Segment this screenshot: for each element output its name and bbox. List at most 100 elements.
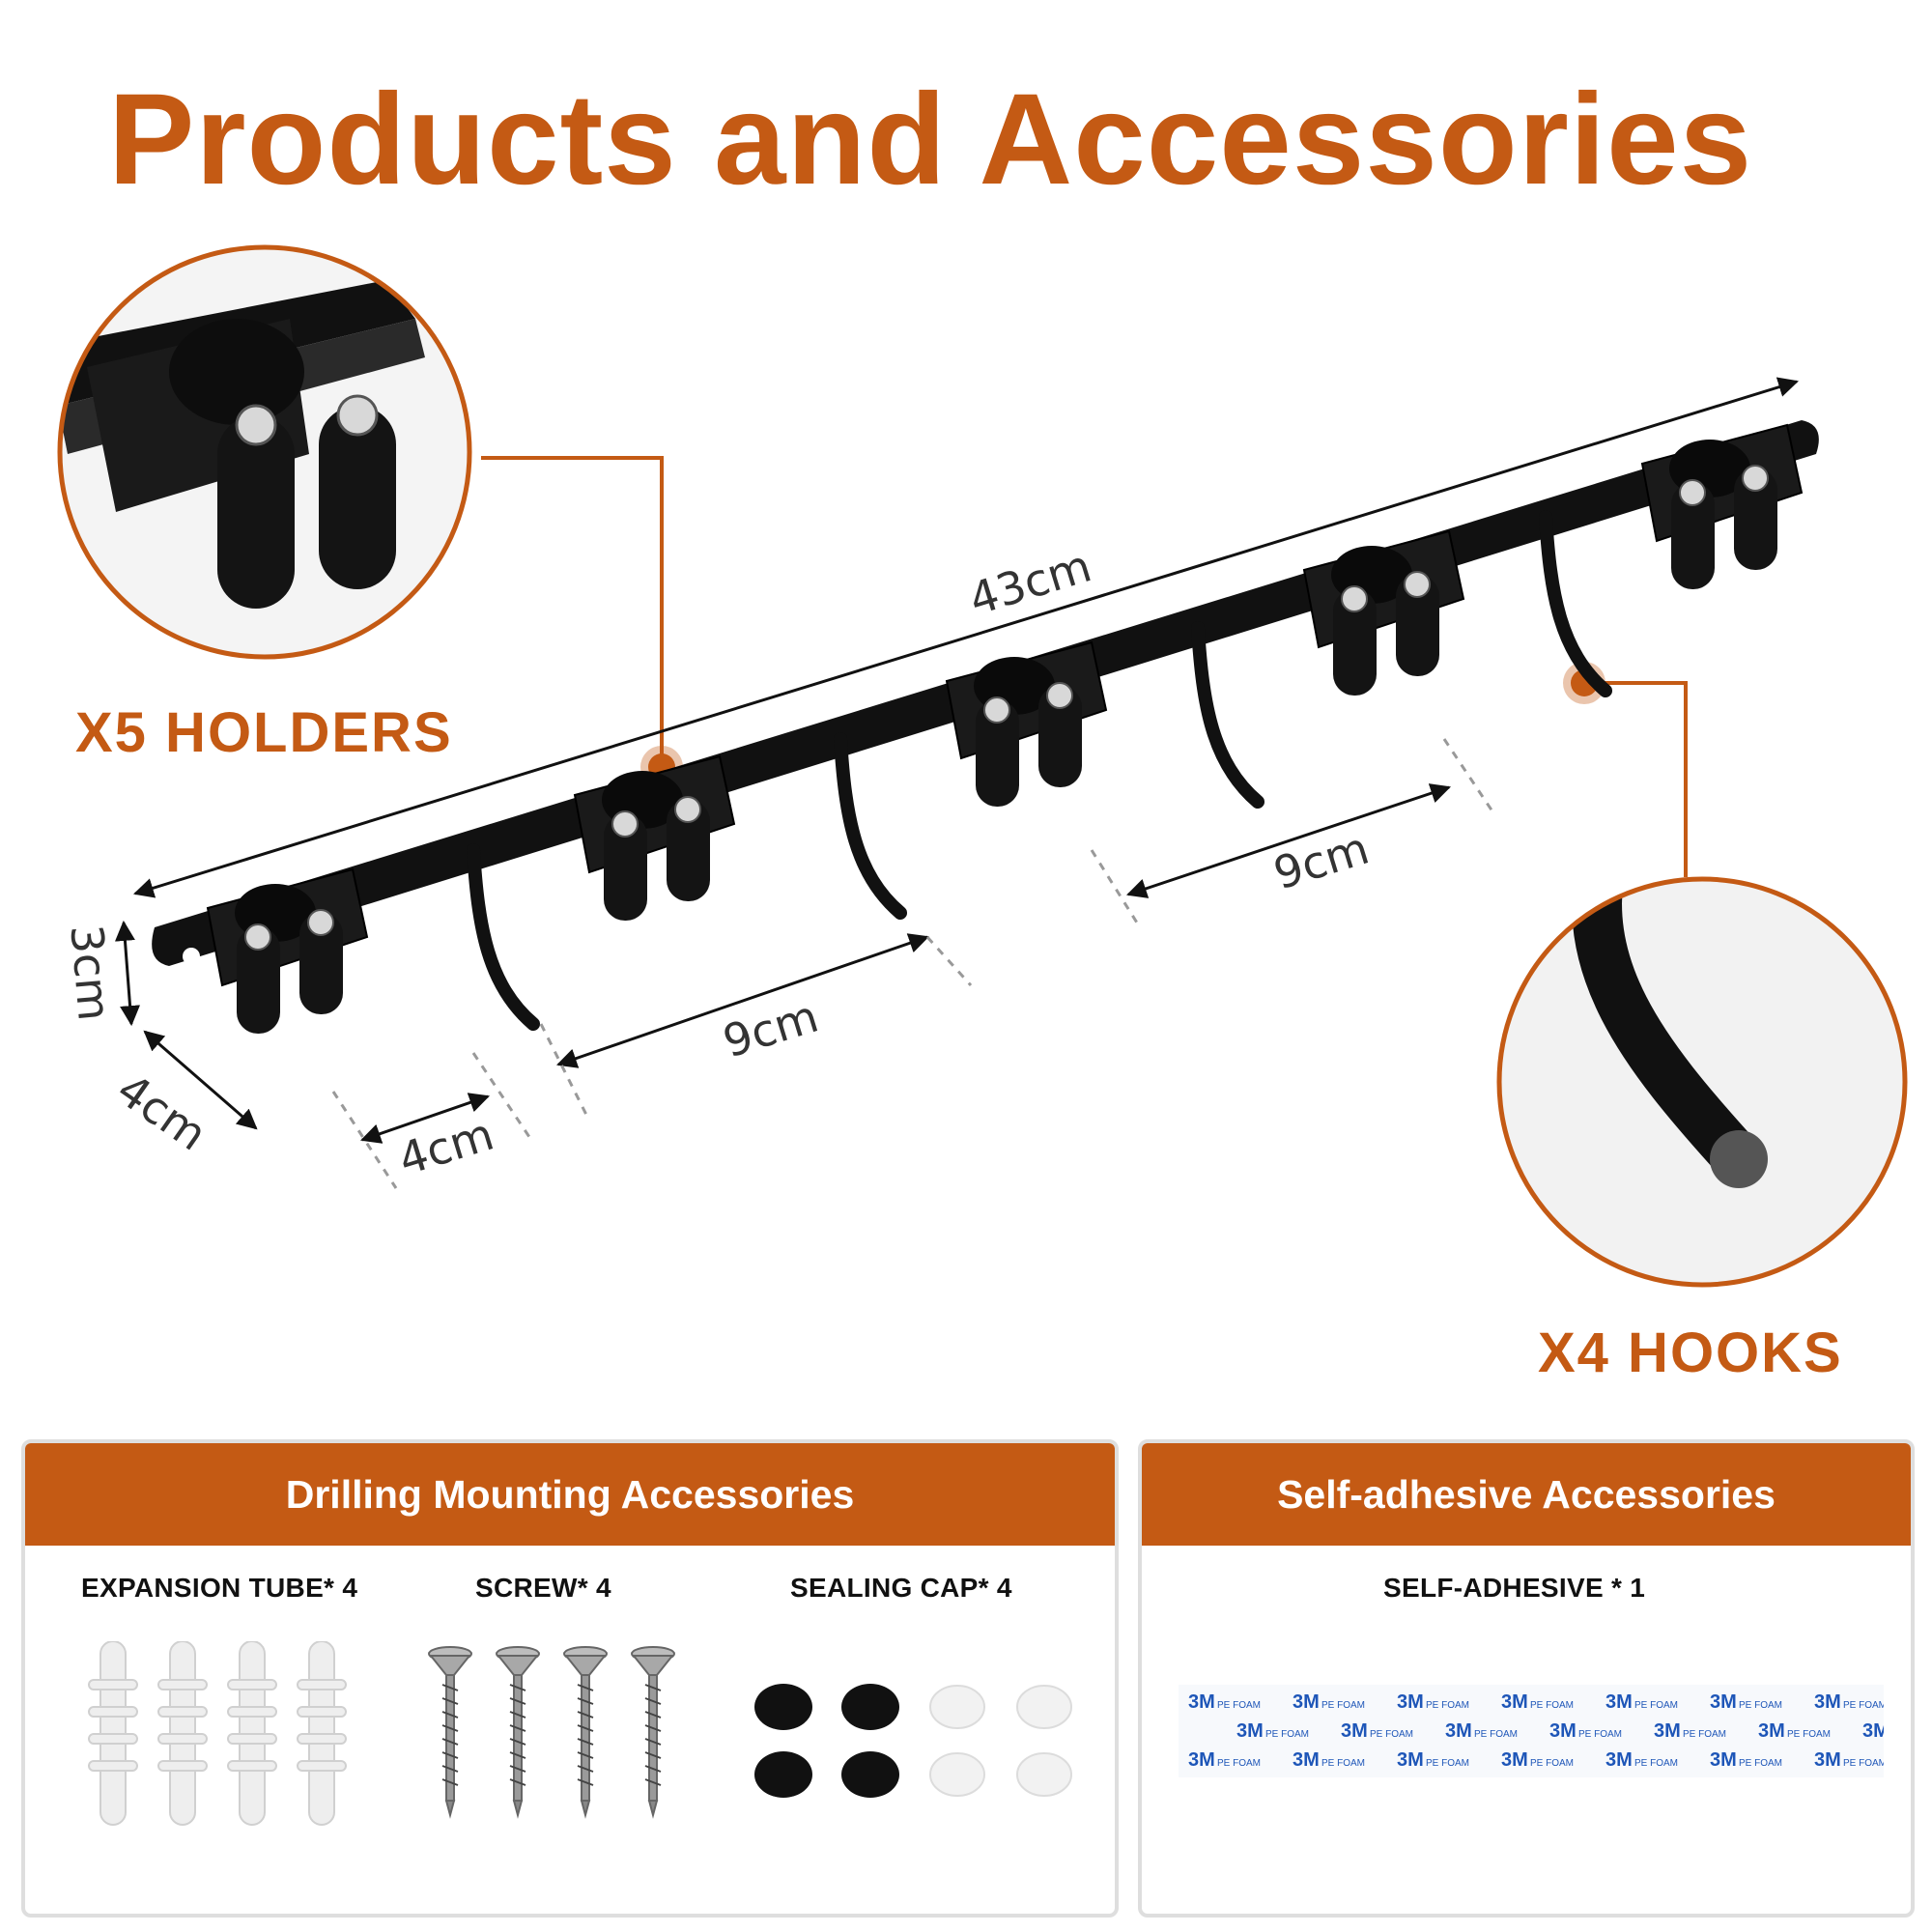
svg-text:PE FOAM: PE FOAM [1787, 1729, 1831, 1740]
svg-text:PE FOAM: PE FOAM [1321, 1758, 1365, 1769]
length-arrow [132, 377, 1800, 898]
svg-text:3M: 3M [1862, 1720, 1884, 1742]
svg-text:3M: 3M [1710, 1749, 1737, 1771]
sealing-cap-icon [754, 1684, 1072, 1798]
hook-3 [1191, 621, 1264, 809]
adhesive-panel-header: Self-adhesive Accessories [1142, 1443, 1911, 1546]
self-adhesive-label: SELF-ADHESIVE * 1 [1383, 1573, 1646, 1603]
svg-text:PE FOAM: PE FOAM [1530, 1758, 1574, 1769]
holder-3 [945, 640, 1108, 807]
hook-2 [834, 732, 907, 920]
svg-text:3M: 3M [1814, 1691, 1841, 1713]
svg-text:3M: 3M [1710, 1691, 1737, 1713]
sealing-cap-label: SEALING CAP* 4 [790, 1573, 1012, 1603]
drilling-panel-header: Drilling Mounting Accessories [25, 1443, 1115, 1546]
svg-text:PE FOAM: PE FOAM [1217, 1700, 1261, 1711]
svg-text:3M: 3M [1605, 1691, 1633, 1713]
svg-text:3M: 3M [1397, 1691, 1424, 1713]
svg-text:PE FOAM: PE FOAM [1426, 1700, 1469, 1711]
svg-text:PE FOAM: PE FOAM [1634, 1758, 1678, 1769]
dimension-lines [114, 377, 1800, 1144]
svg-text:3M: 3M [1549, 1720, 1577, 1742]
hooks-leader-line [1563, 662, 1688, 877]
svg-text:PE FOAM: PE FOAM [1683, 1729, 1726, 1740]
holder-2 [573, 754, 736, 921]
height-label: 3cm [60, 923, 121, 1023]
svg-text:3M: 3M [1445, 1720, 1472, 1742]
svg-text:3M: 3M [1605, 1749, 1633, 1771]
svg-text:PE FOAM: PE FOAM [1321, 1700, 1365, 1711]
svg-text:PE FOAM: PE FOAM [1217, 1758, 1261, 1769]
svg-text:3M: 3M [1814, 1749, 1841, 1771]
svg-text:PE FOAM: PE FOAM [1426, 1758, 1469, 1769]
offset-arrow [360, 1093, 490, 1144]
svg-text:3M: 3M [1293, 1749, 1320, 1771]
holder-4 [1302, 529, 1465, 696]
svg-text:PE FOAM: PE FOAM [1474, 1729, 1518, 1740]
depth-arrow [143, 1030, 258, 1130]
drilling-accessories-panel: Drilling Mounting Accessories EXPANSION … [21, 1439, 1119, 1918]
svg-text:3M: 3M [1188, 1749, 1215, 1771]
spacing-2-arrow [1126, 783, 1451, 898]
adhesive-accessories-panel: Self-adhesive Accessories SELF-ADHESIVE … [1138, 1439, 1915, 1918]
height-arrow [114, 920, 141, 1027]
svg-text:3M: 3M [1341, 1720, 1368, 1742]
hook-1 [467, 843, 540, 1031]
expansion-tube-label: EXPANSION TUBE* 4 [81, 1573, 358, 1603]
holders-leader-line [481, 456, 683, 788]
product-illustration [57, 244, 1908, 1288]
svg-text:PE FOAM: PE FOAM [1370, 1729, 1413, 1740]
svg-text:3M: 3M [1293, 1691, 1320, 1713]
page-title: Products and Accessories [108, 68, 1753, 212]
screw-label: SCREW* 4 [475, 1573, 611, 1603]
svg-text:3M: 3M [1501, 1691, 1528, 1713]
svg-text:3M: 3M [1188, 1691, 1215, 1713]
holder-1 [206, 867, 369, 1034]
holder-5 [1640, 423, 1804, 589]
expansion-tube-icon [88, 1641, 347, 1826]
spacing-1-arrow [556, 933, 929, 1068]
svg-text:PE FOAM: PE FOAM [1739, 1700, 1782, 1711]
holder-zoom-circle [57, 244, 472, 660]
hook-zoom-circle [1496, 876, 1908, 1288]
svg-text:3M: 3M [1397, 1749, 1424, 1771]
svg-text:PE FOAM: PE FOAM [1843, 1700, 1884, 1711]
svg-text:3M: 3M [1758, 1720, 1785, 1742]
svg-text:PE FOAM: PE FOAM [1265, 1729, 1309, 1740]
guide-dashes [331, 738, 1494, 1189]
svg-text:PE FOAM: PE FOAM [1578, 1729, 1622, 1740]
svg-text:3M: 3M [1501, 1749, 1528, 1771]
svg-text:PE FOAM: PE FOAM [1634, 1700, 1678, 1711]
svg-text:3M: 3M [1654, 1720, 1681, 1742]
hook-4 [1539, 510, 1612, 697]
svg-text:PE FOAM: PE FOAM [1530, 1700, 1574, 1711]
svg-text:3M: 3M [1236, 1720, 1264, 1742]
svg-text:PE FOAM: PE FOAM [1843, 1758, 1884, 1769]
svg-text:PE FOAM: PE FOAM [1739, 1758, 1782, 1769]
hooks-callout: X4 HOOKS [1538, 1321, 1843, 1384]
screw-icon [428, 1646, 675, 1819]
holders-callout: X5 HOLDERS [75, 701, 453, 764]
